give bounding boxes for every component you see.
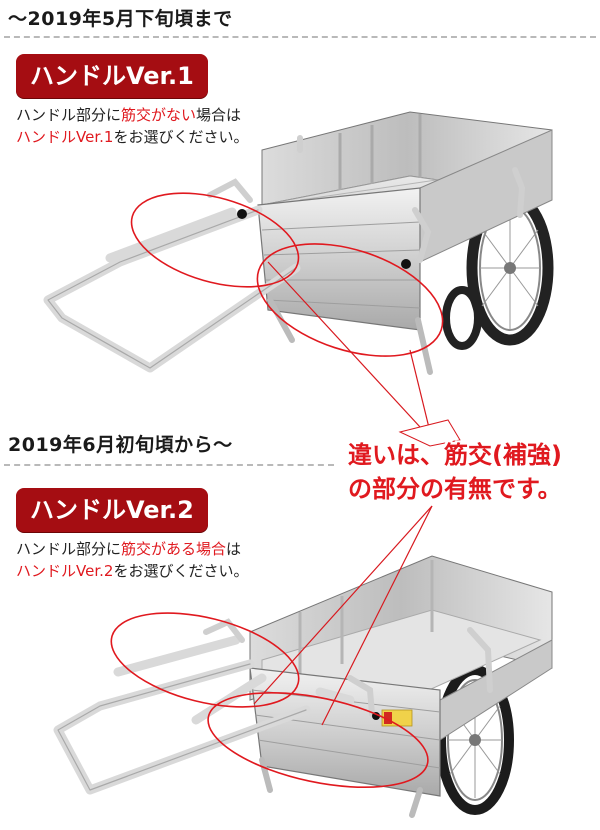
section1-desc-line1: ハンドル部分に筋交がない場合は	[16, 104, 248, 126]
difference-callout: 違いは、筋交(補強) の部分の有無です。	[348, 438, 562, 506]
desc-text: をお選びください。	[113, 562, 249, 580]
section1-heading: 〜2019年5月下旬頃まで	[8, 8, 233, 30]
cart2-image	[53, 555, 553, 818]
desc-text: は	[226, 540, 242, 558]
section2-description: ハンドル部分に筋交がある場合は ハンドルVer.2をお選びください。	[16, 538, 248, 582]
desc-text: ハンドル部分に	[16, 540, 122, 558]
cart1-front-wheel	[442, 286, 482, 350]
section2-desc-line1: ハンドル部分に筋交がある場合は	[16, 538, 248, 560]
desc-highlight: ハンドルVer.1	[16, 128, 114, 146]
section2-badge: ハンドルVer.2	[16, 488, 208, 532]
callout-line1: 違いは、筋交(補強)	[348, 441, 562, 469]
cart1-image	[43, 111, 554, 375]
callout-arrow-top	[398, 419, 461, 447]
section2-desc-line2: ハンドルVer.2をお選びください。	[16, 560, 248, 582]
desc-text: ハンドル部分に	[16, 106, 122, 124]
callout-pointers	[253, 261, 433, 726]
desc-text: 場合は	[196, 106, 242, 124]
section2-heading: 2019年6月初旬頃から〜	[8, 434, 233, 456]
cart1-highlight-ellipses	[130, 192, 444, 357]
desc-highlight: 筋交がない	[121, 106, 197, 124]
section1-description: ハンドル部分に筋交がない場合は ハンドルVer.1をお選びください。	[16, 104, 248, 148]
desc-text: をお選びください。	[113, 128, 249, 146]
cart2-wheel	[436, 665, 514, 815]
cart2-highlight-ellipses	[110, 612, 429, 789]
section2-divider	[4, 464, 334, 466]
section1-divider	[4, 36, 596, 38]
section1-desc-line2: ハンドルVer.1をお選びください。	[16, 126, 248, 148]
desc-highlight: ハンドルVer.2	[16, 562, 114, 580]
desc-highlight: 筋交がある場合	[121, 540, 227, 558]
section1-badge: ハンドルVer.1	[16, 54, 208, 98]
callout-line2: の部分の有無です。	[348, 475, 562, 503]
